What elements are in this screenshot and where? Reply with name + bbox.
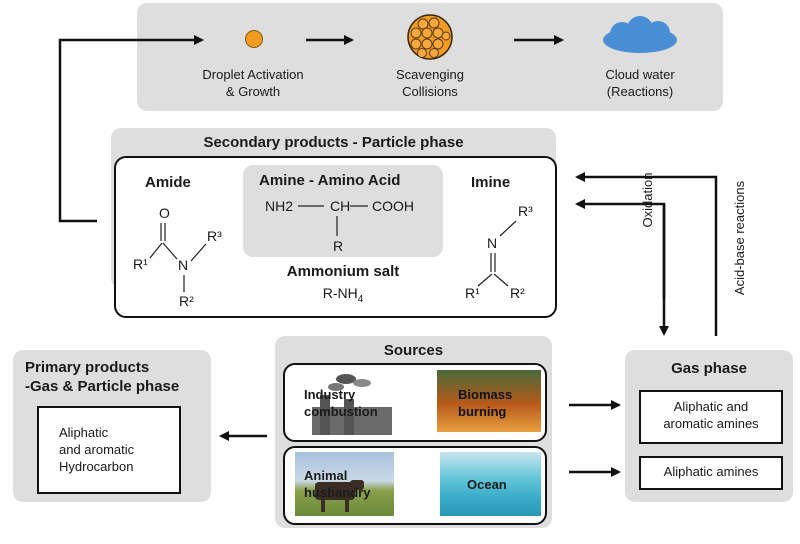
amine-nh2: NH2 <box>265 198 294 214</box>
amide-n: N <box>178 257 189 273</box>
amide-r2: R² <box>179 293 194 309</box>
amine-title: Amine - Amino Acid <box>259 172 401 189</box>
ocean-image <box>440 452 541 516</box>
step-droplet-activation-label: Droplet Activation& Growth <box>202 67 304 99</box>
cloud-icon <box>600 14 680 56</box>
acid-base-label: Acid-base reactions <box>732 180 747 296</box>
imine-r3: R³ <box>518 203 533 219</box>
secondary-products-title: Secondary products - Particle phase <box>203 134 464 151</box>
animal-cow-image <box>295 452 394 516</box>
aliphatic-amines-label: Aliphatic amines <box>663 464 759 479</box>
amine-ch: CH <box>330 198 351 214</box>
step-cloud-water-label: Cloud water(Reactions) <box>605 67 675 99</box>
primary-products-title: Primary products-Gas & Particle phase <box>25 359 180 395</box>
industry-smoke-image <box>300 367 400 435</box>
imine-r2: R² <box>510 285 525 301</box>
amide-r1: R¹ <box>133 256 148 272</box>
hydrocarbon-box <box>37 406 181 494</box>
biomass-fire-image <box>437 370 541 432</box>
imine-n: N <box>487 235 498 251</box>
amine-r: R <box>333 238 344 254</box>
imine-r1: R¹ <box>465 285 480 301</box>
ocean-label: Ocean <box>467 477 507 492</box>
amine-amino-acid-panel <box>243 165 443 257</box>
scavenging-cluster-icon <box>407 14 453 60</box>
aliphatic-aromatic-amines-box <box>639 390 783 444</box>
imine-title: Imine <box>471 174 511 191</box>
amine-cooh: COOH <box>372 198 414 214</box>
ammonium-salt-title: Ammonium salt <box>286 263 400 280</box>
oxidation-label: Oxidation <box>640 172 655 228</box>
amide-o: O <box>159 205 170 221</box>
amide-title: Amide <box>145 174 191 191</box>
gas-phase-title: Gas phase <box>671 360 747 377</box>
ammonium-formula: R-NH4 <box>322 285 364 305</box>
sources-title: Sources <box>383 342 444 359</box>
droplet-icon <box>245 30 263 48</box>
aliphatic-amines-box <box>639 456 783 490</box>
amide-r3: R³ <box>207 228 222 244</box>
